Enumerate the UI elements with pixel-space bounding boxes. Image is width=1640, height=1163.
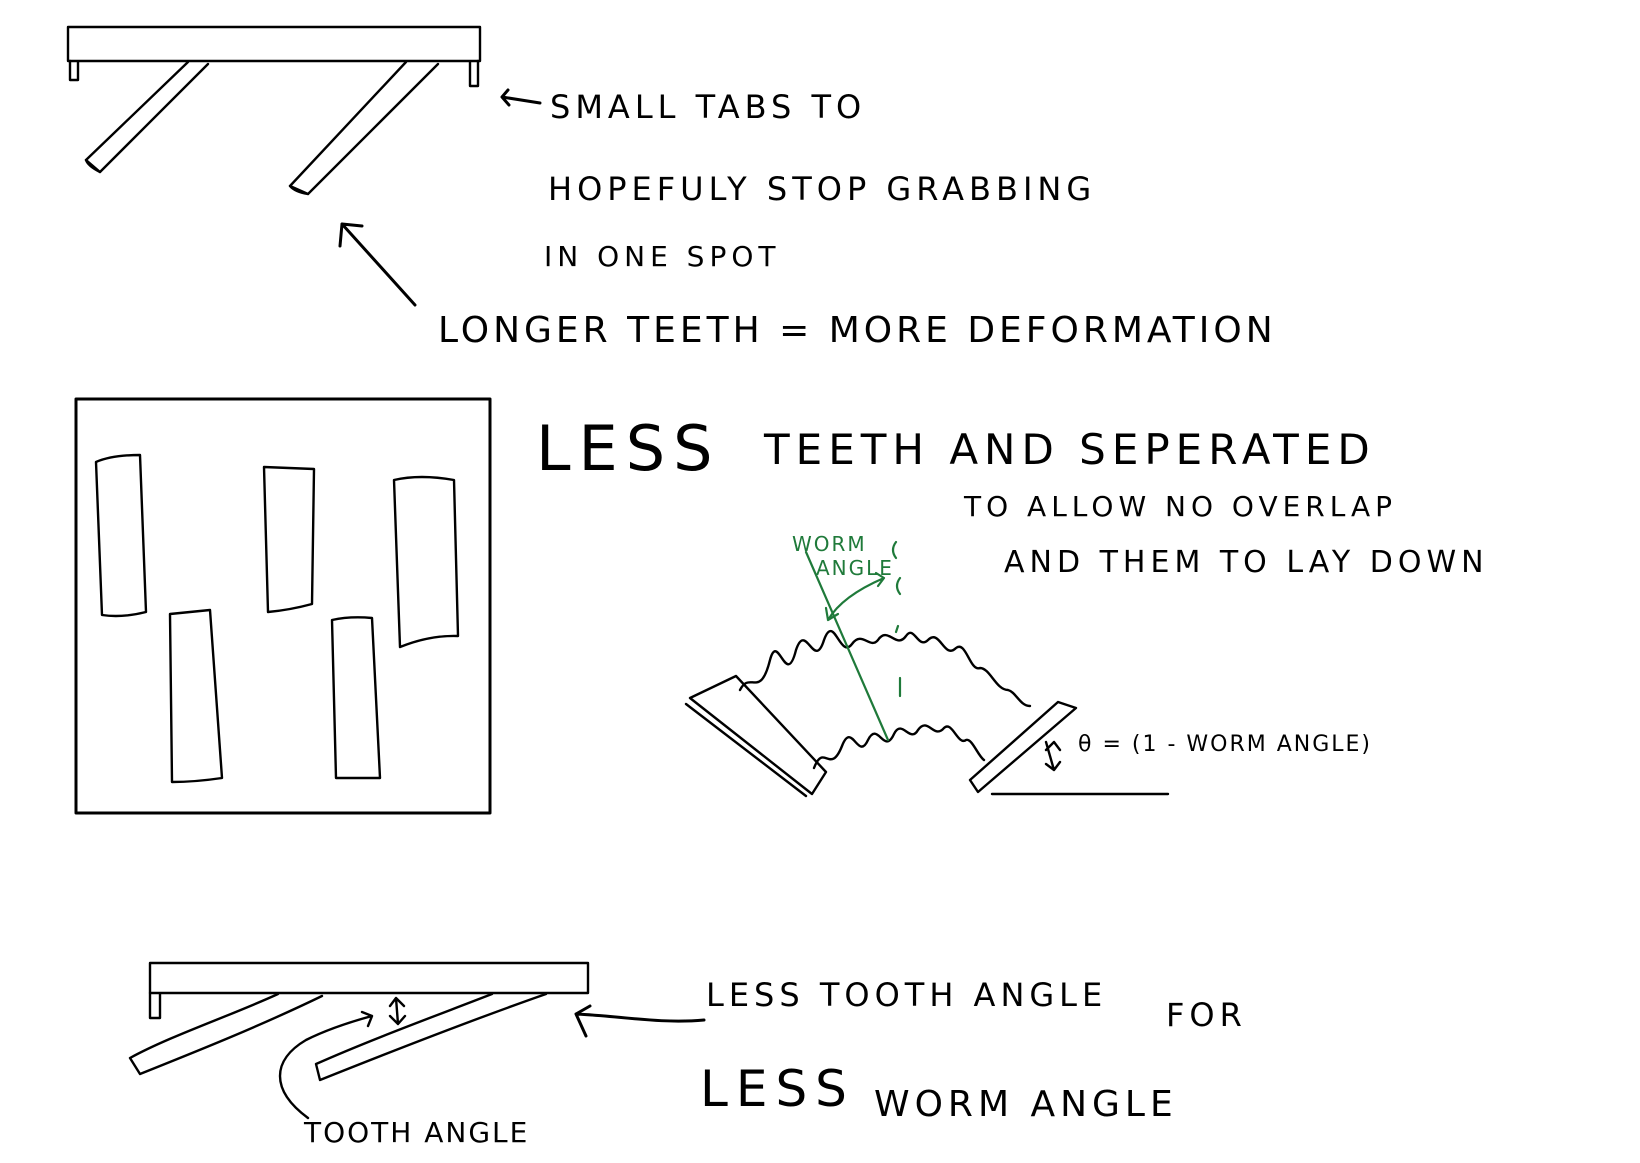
note-worm-angle-bottom: WORM ANGLE bbox=[874, 1084, 1178, 1125]
tooth-angle-arrow bbox=[279, 1010, 374, 1120]
right-tab bbox=[468, 59, 480, 88]
left-tooth-edge bbox=[684, 702, 808, 798]
worm-sketch bbox=[684, 540, 1170, 798]
note-longer-teeth: LONGER TEETH = MORE DEFORMATION bbox=[438, 310, 1277, 351]
arrow-to-bottom-teeth bbox=[574, 1004, 706, 1038]
tooth-rect-5 bbox=[330, 616, 382, 780]
note-less-bottom: LESS bbox=[700, 1060, 855, 1118]
theta-arrow bbox=[1044, 740, 1062, 772]
worm-angle-arc bbox=[824, 571, 886, 622]
worm-centerline bbox=[804, 550, 890, 742]
tooth-rect-3 bbox=[392, 475, 460, 649]
tooth-rect-4 bbox=[168, 608, 224, 784]
tooth-angle-marker bbox=[388, 996, 407, 1026]
note-less-teeth: LESS bbox=[536, 412, 721, 485]
top-view-sketch bbox=[74, 397, 492, 815]
bottom-tooth-right bbox=[314, 992, 548, 1082]
note-allow-line2: AND THEM TO LAY DOWN bbox=[1004, 545, 1489, 580]
tooth-right-tip bbox=[288, 184, 310, 196]
bottom-bar-sketch bbox=[128, 961, 706, 1120]
note-allow-line1: TO ALLOW NO OVERLAP bbox=[964, 490, 1398, 523]
note-teeth-and-separated: TEETH AND SEPERATED bbox=[764, 425, 1376, 474]
note-tabs-line3: IN ONE SPOT bbox=[544, 240, 781, 273]
top-bar bbox=[66, 25, 482, 63]
note-theta-formula: θ = (1 - WORM ANGLE) bbox=[1078, 732, 1373, 757]
bottom-tab bbox=[148, 991, 162, 1020]
note-tooth-angle: TOOTH ANGLE bbox=[304, 1116, 530, 1149]
note-worm-label-line1: WORM bbox=[792, 532, 867, 556]
arrow-to-teeth bbox=[338, 222, 417, 307]
worm-bottom-edge bbox=[812, 724, 986, 770]
tooth-rect-1 bbox=[94, 453, 148, 618]
note-less-tooth-angle: LESS TOOTH ANGLE bbox=[706, 976, 1108, 1014]
left-tab bbox=[68, 59, 80, 82]
right-tooth-side bbox=[968, 700, 1078, 794]
note-worm-label-line2: ANGLE bbox=[816, 556, 894, 580]
bottom-tooth-left bbox=[128, 992, 324, 1076]
worm-top-edge bbox=[738, 630, 1032, 708]
tooth-rect-2 bbox=[262, 465, 316, 614]
left-tooth-side bbox=[688, 674, 828, 796]
note-tabs-line2: HOPEFULY STOP GRABBING bbox=[548, 170, 1097, 208]
top-bar-sketch bbox=[66, 25, 482, 196]
arrow-to-tabs bbox=[500, 88, 542, 107]
note-for: FOR bbox=[1166, 996, 1247, 1034]
tooth-right bbox=[288, 60, 440, 196]
bottom-bar bbox=[148, 961, 590, 995]
vertical-reference-dashes bbox=[891, 540, 902, 698]
tooth-left bbox=[84, 60, 210, 174]
tooth-left-tip bbox=[84, 158, 102, 174]
top-view-frame bbox=[74, 397, 492, 815]
note-tabs-line1: SMALL TABS TO bbox=[550, 88, 867, 126]
